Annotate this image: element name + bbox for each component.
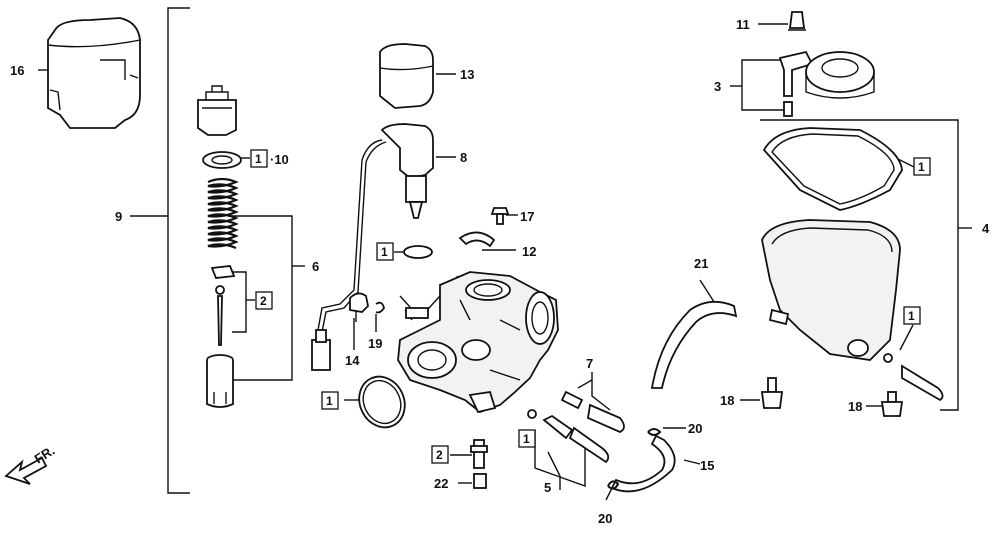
svg-text:1: 1 bbox=[523, 432, 530, 446]
clamp-20a-part bbox=[647, 428, 662, 436]
kit-box-1f: 1 bbox=[903, 306, 921, 325]
kit-box-1a: 1 bbox=[250, 149, 268, 168]
kit-box-1c: 1 bbox=[321, 391, 339, 410]
pilot-screw-7-part bbox=[560, 390, 625, 433]
throttle-slide-part bbox=[206, 354, 234, 408]
callout-20a: 20 bbox=[688, 421, 702, 436]
screw-18a-part bbox=[760, 377, 784, 409]
o-ring-part bbox=[403, 245, 433, 259]
callout-11: 11 bbox=[736, 17, 750, 32]
svg-text:1: 1 bbox=[918, 160, 925, 174]
kit-box-2a: 2 bbox=[255, 291, 273, 310]
callout-6: 6 bbox=[312, 259, 319, 274]
spring-seat-part bbox=[197, 85, 237, 136]
fitting-14-part bbox=[349, 292, 369, 322]
svg-text:1: 1 bbox=[908, 309, 915, 323]
jet-needle-part bbox=[210, 265, 236, 346]
bracket-3-part bbox=[778, 50, 875, 117]
kit-box-1e: 1 bbox=[913, 157, 931, 176]
svg-text:2: 2 bbox=[260, 294, 267, 308]
svg-text:2: 2 bbox=[436, 448, 443, 462]
callout-5: 5 bbox=[544, 480, 551, 495]
air-screw-5-part bbox=[527, 409, 610, 464]
gasket-part bbox=[762, 127, 903, 211]
clamp-20b-part bbox=[607, 480, 620, 490]
callout-17: 17 bbox=[520, 209, 534, 224]
cap-13-part bbox=[379, 43, 434, 109]
svg-text:1: 1 bbox=[255, 152, 262, 166]
spring-6-part bbox=[207, 177, 239, 250]
float-chamber-4-part bbox=[761, 219, 944, 402]
callout-14: 14 bbox=[345, 353, 360, 368]
spring-clip-19-part bbox=[375, 301, 385, 314]
kit-box-1d: 1 bbox=[518, 429, 536, 448]
callout-22: 22 bbox=[434, 476, 448, 491]
callout-18a: 18 bbox=[720, 393, 734, 408]
callout-4: 4 bbox=[982, 221, 990, 236]
front-direction-arrow-icon bbox=[4, 456, 48, 485]
callout-21: 21 bbox=[694, 256, 708, 271]
starter-valve-8-part bbox=[311, 123, 434, 371]
cover-16-part bbox=[47, 17, 141, 129]
callout-12: 12 bbox=[522, 244, 536, 259]
clip-12-part bbox=[458, 231, 496, 248]
callout-15: 15 bbox=[700, 458, 714, 473]
callout-13: 13 bbox=[460, 67, 474, 82]
callout-20b: 20 bbox=[598, 511, 612, 526]
main-jet-22-part bbox=[473, 473, 487, 489]
kit-box-2b: 2 bbox=[431, 445, 449, 464]
callout-3: 3 bbox=[714, 79, 721, 94]
callout-7: 7 bbox=[586, 356, 593, 371]
svg-text:1: 1 bbox=[326, 394, 333, 408]
screw-17-part bbox=[490, 207, 510, 225]
bracket-lines bbox=[38, 7, 972, 501]
callout-8: 8 bbox=[460, 150, 467, 165]
callout-19: 19 bbox=[368, 336, 382, 351]
callout-16: 16 bbox=[10, 63, 24, 78]
callout-9: 9 bbox=[115, 209, 122, 224]
carburetor-body-part bbox=[397, 271, 559, 414]
large-o-ring-part bbox=[358, 375, 406, 429]
callout-10: ·10 bbox=[270, 152, 289, 167]
hose-15-part bbox=[610, 434, 676, 493]
washer-10-part bbox=[202, 151, 242, 169]
hose-21-part bbox=[650, 300, 738, 389]
callout-18b: 18 bbox=[848, 399, 862, 414]
screw-18b-part bbox=[880, 391, 904, 417]
svg-text:1: 1 bbox=[381, 245, 388, 259]
jet-holder-part bbox=[470, 439, 488, 469]
kit-box-1b: 1 bbox=[376, 242, 394, 261]
clip-11-part bbox=[788, 11, 806, 31]
